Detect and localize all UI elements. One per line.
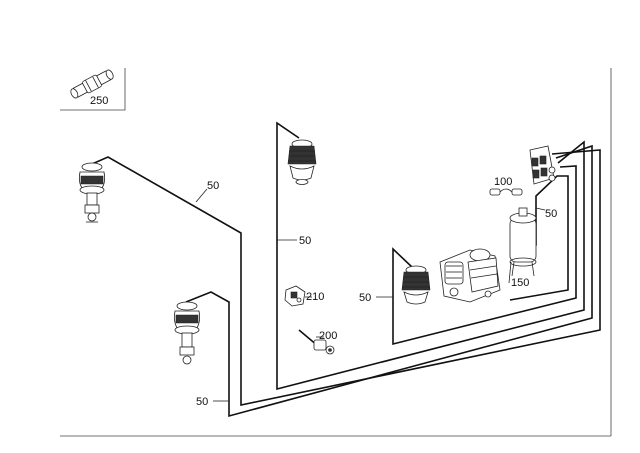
label-250: 250 bbox=[90, 95, 108, 107]
air-spring-compressor-side[interactable] bbox=[401, 265, 431, 305]
air-compressor-unit[interactable] bbox=[439, 248, 501, 303]
sensor-part-200[interactable] bbox=[298, 329, 335, 355]
label-50-front: 50 bbox=[207, 180, 219, 192]
label-50-bottom: 50 bbox=[196, 396, 208, 408]
label-50-compressor: 50 bbox=[359, 292, 371, 304]
connector-part-210[interactable] bbox=[284, 285, 306, 307]
fitting-part-100[interactable] bbox=[489, 188, 523, 196]
leader-lines bbox=[195, 188, 546, 402]
labels: 250 100 50 50 50 210 50 200 150 50 bbox=[90, 95, 557, 408]
air-lines bbox=[91, 121, 601, 418]
frame bbox=[60, 68, 612, 437]
connector-part-250[interactable] bbox=[69, 67, 116, 100]
label-100: 100 bbox=[494, 176, 512, 188]
air-reservoir-part-150[interactable] bbox=[509, 207, 537, 277]
valve-block[interactable] bbox=[529, 145, 556, 185]
air-strut-front-left[interactable] bbox=[78, 162, 106, 223]
label-150: 150 bbox=[511, 277, 529, 289]
label-50-center: 50 bbox=[299, 235, 311, 247]
label-200: 200 bbox=[319, 330, 337, 342]
label-210: 210 bbox=[306, 291, 324, 303]
air-spring-top-center[interactable] bbox=[287, 139, 317, 185]
air-strut-rear-left[interactable] bbox=[173, 301, 201, 365]
label-50-valve: 50 bbox=[545, 208, 557, 220]
